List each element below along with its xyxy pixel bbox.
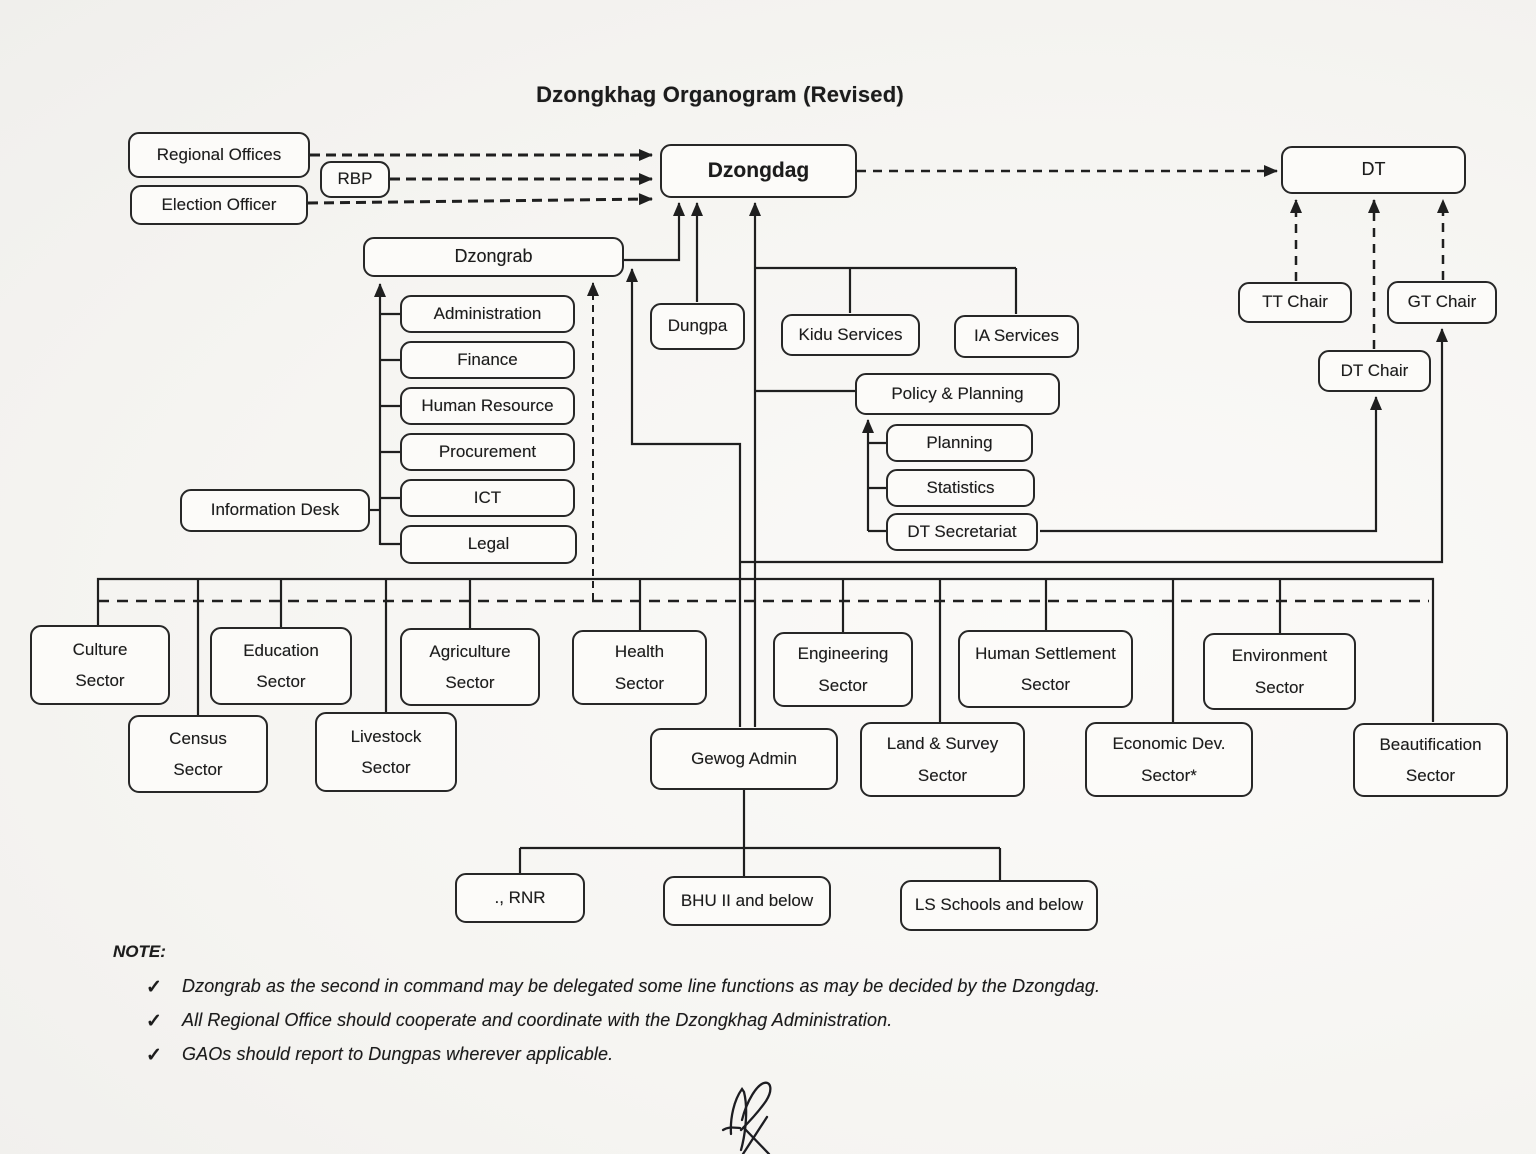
node-dt-chair: DT Chair — [1318, 350, 1431, 392]
note-text: All Regional Office should cooperate and… — [182, 1010, 893, 1030]
dashed-arrows-dt — [857, 165, 1449, 349]
note-text: GAOs should report to Dungpas wherever a… — [182, 1044, 614, 1064]
node-agriculture-sector: Agriculture Sector — [400, 628, 540, 706]
dashed-arrows-to-dzongdag — [307, 149, 653, 206]
node-procurement: Procurement — [400, 433, 575, 471]
checkmark-icon: ✓ — [146, 1045, 162, 1066]
node-dzongdag: Dzongdag — [660, 144, 857, 198]
node-legal: Legal — [400, 525, 577, 564]
node-bhu: BHU II and below — [663, 876, 831, 926]
node-dzongrab: Dzongrab — [363, 237, 624, 277]
node-beautification-sector: Beautification Sector — [1353, 723, 1508, 797]
node-health-sector: Health Sector — [572, 630, 707, 705]
line-gewog-to-dzongrab — [626, 268, 742, 727]
arrow-election-officer-to-dzongdag — [307, 193, 653, 206]
solid-connectors — [96, 202, 1448, 880]
line-dzongrab-to-dzongdag — [624, 202, 685, 262]
node-gt-chair: GT Chair — [1387, 281, 1497, 324]
node-engineering-sector: Engineering Sector — [773, 632, 913, 707]
page-title: Dzongkhag Organogram (Revised) — [536, 82, 904, 107]
node-kidu-services: Kidu Services — [781, 314, 920, 356]
node-rnr: ., RNR — [455, 873, 585, 923]
node-rbp: RBP — [320, 161, 390, 198]
line-spine-to-gt-chair — [740, 328, 1448, 564]
node-dungpa: Dungpa — [650, 303, 745, 350]
signature-stroke — [729, 1086, 748, 1152]
note-item: ✓ All Regional Office should cooperate a… — [146, 1010, 1513, 1033]
checkmark-icon: ✓ — [146, 1011, 162, 1032]
node-human-resource: Human Resource — [400, 387, 575, 425]
node-regional-offices: Regional Offices — [128, 132, 310, 178]
node-education-sector: Education Sector — [210, 627, 352, 705]
signature-stroke — [742, 1126, 771, 1154]
node-planning: Planning — [886, 424, 1033, 462]
node-environment-sector: Environment Sector — [1203, 633, 1356, 710]
node-administration: Administration — [400, 295, 575, 333]
note-section: NOTE: ✓ Dzongrab as the second in comman… — [113, 942, 1513, 1078]
note-item: ✓ GAOs should report to Dungpas wherever… — [146, 1044, 1513, 1067]
node-election-officer: Election Officer — [130, 185, 308, 225]
node-ia-services: IA Services — [954, 315, 1079, 358]
note-heading: NOTE: — [113, 942, 166, 961]
signature-stroke — [721, 1126, 742, 1132]
node-information-desk: Information Desk — [180, 489, 370, 532]
sector-trunk-line — [96, 577, 1435, 722]
node-tt-chair: TT Chair — [1238, 282, 1352, 323]
node-economic-dev-sector: Economic Dev. Sector* — [1085, 722, 1253, 797]
note-text: Dzongrab as the second in command may be… — [182, 976, 1101, 996]
note-item: ✓ Dzongrab as the second in command may … — [146, 976, 1513, 999]
node-land-survey-sector: Land & Survey Sector — [860, 722, 1025, 797]
node-culture-sector: Culture Sector — [30, 625, 170, 705]
node-policy-planning: Policy & Planning — [855, 373, 1060, 415]
node-dt: DT — [1281, 146, 1466, 194]
node-ls-schools: LS Schools and below — [900, 880, 1098, 931]
node-statistics: Statistics — [886, 469, 1035, 507]
node-dt-secretariat: DT Secretariat — [886, 513, 1038, 551]
signature-stroke — [739, 1081, 772, 1132]
node-ict: ICT — [400, 479, 575, 517]
node-gewog-admin: Gewog Admin — [650, 728, 838, 790]
node-finance: Finance — [400, 341, 575, 379]
node-livestock-sector: Livestock Sector — [315, 712, 457, 792]
node-human-settlement-sector: Human Settlement Sector — [958, 630, 1133, 708]
signature-scribble — [721, 1081, 772, 1154]
node-census-sector: Census Sector — [128, 715, 268, 793]
signature-stroke — [741, 1115, 769, 1154]
line-dt-secretariat-to-dt-chair — [1040, 396, 1382, 533]
checkmark-icon: ✓ — [146, 977, 162, 998]
